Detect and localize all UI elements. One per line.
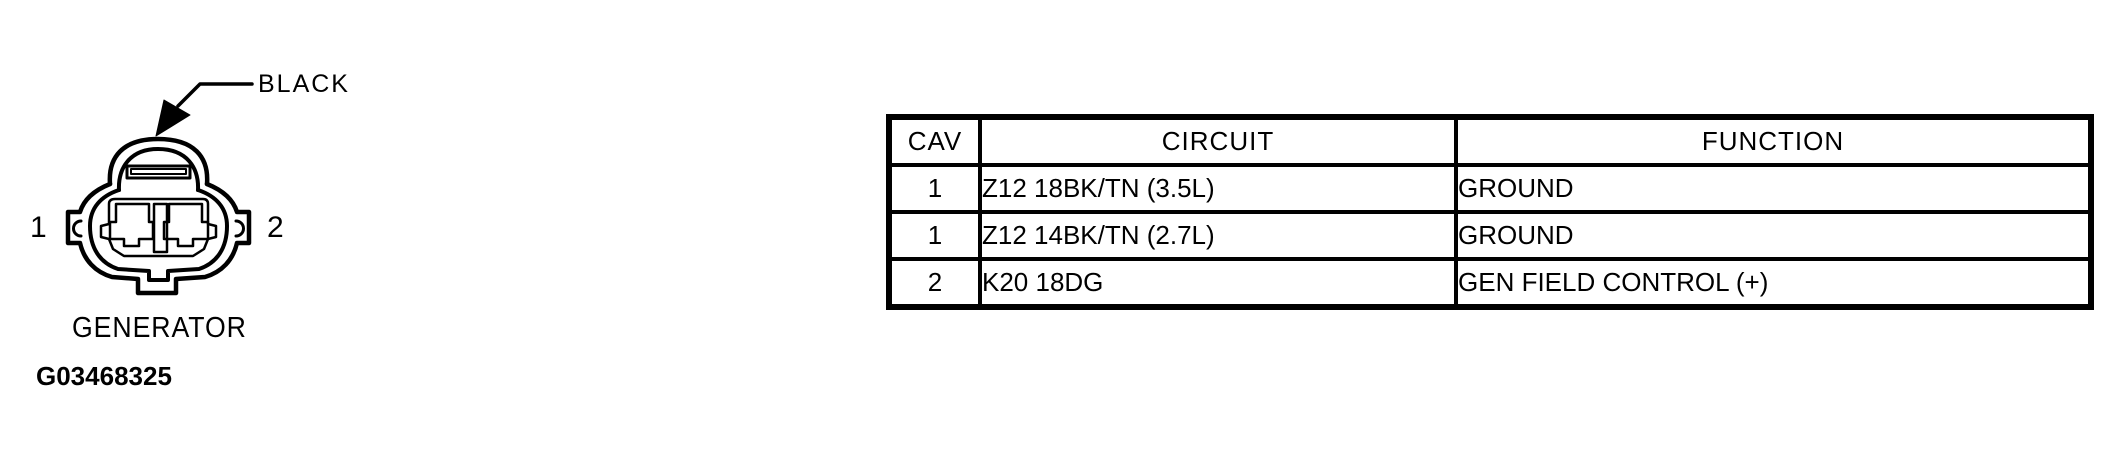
connector-color-label: BLACK xyxy=(258,70,350,98)
connector-artwork xyxy=(65,82,254,296)
connector-dome-inner xyxy=(116,147,201,192)
arrowhead-icon xyxy=(155,99,191,137)
cell-circuit: Z12 18BK/TN (3.5L) xyxy=(978,163,1458,214)
header-circuit: CIRCUIT xyxy=(978,115,1458,167)
connector-name: GENERATOR xyxy=(72,312,247,344)
cell-function: GROUND xyxy=(1454,210,2093,261)
cell-circuit: K20 18DG xyxy=(978,257,1458,309)
cavity-outline xyxy=(99,197,218,258)
connector-dome-outer xyxy=(107,136,210,187)
terminal-2 xyxy=(162,202,210,248)
latch-slot-inner xyxy=(130,168,187,175)
cell-function: GROUND xyxy=(1454,163,2093,214)
header-cav: CAV xyxy=(887,115,982,167)
connector-body-inner xyxy=(88,188,229,282)
cell-circuit: Z12 14BK/TN (2.7L) xyxy=(978,210,1458,261)
header-function: FUNCTION xyxy=(1454,115,2093,167)
leader-line xyxy=(176,82,254,108)
cell-function: GEN FIELD CONTROL (+) xyxy=(1454,257,2093,309)
cell-cav: 1 xyxy=(887,163,982,214)
pin-2-label: 2 xyxy=(267,211,284,244)
pin-1-label: 1 xyxy=(30,211,47,244)
cell-cav: 2 xyxy=(887,257,982,309)
right-tab-notch xyxy=(234,219,245,238)
connector-body-outer xyxy=(65,181,252,296)
table-header-row: CAV CIRCUIT FUNCTION xyxy=(887,115,2093,167)
table-row: 1 Z12 14BK/TN (2.7L) GROUND xyxy=(887,210,2093,261)
latch-slot-outer xyxy=(125,164,192,180)
connector-diagram: BLACK 1 2 GENERATOR G03468325 xyxy=(0,0,400,463)
cell-cav: 1 xyxy=(887,210,982,261)
center-rib xyxy=(152,202,169,254)
figure-id: G03468325 xyxy=(36,361,172,391)
terminal-1 xyxy=(108,202,155,248)
pinout-table: CAV CIRCUIT FUNCTION 1 Z12 18BK/TN (3.5L… xyxy=(886,114,2094,310)
left-tab-notch xyxy=(72,219,83,238)
table-row: 1 Z12 18BK/TN (3.5L) GROUND xyxy=(887,163,2093,214)
table-row: 2 K20 18DG GEN FIELD CONTROL (+) xyxy=(887,257,2093,309)
